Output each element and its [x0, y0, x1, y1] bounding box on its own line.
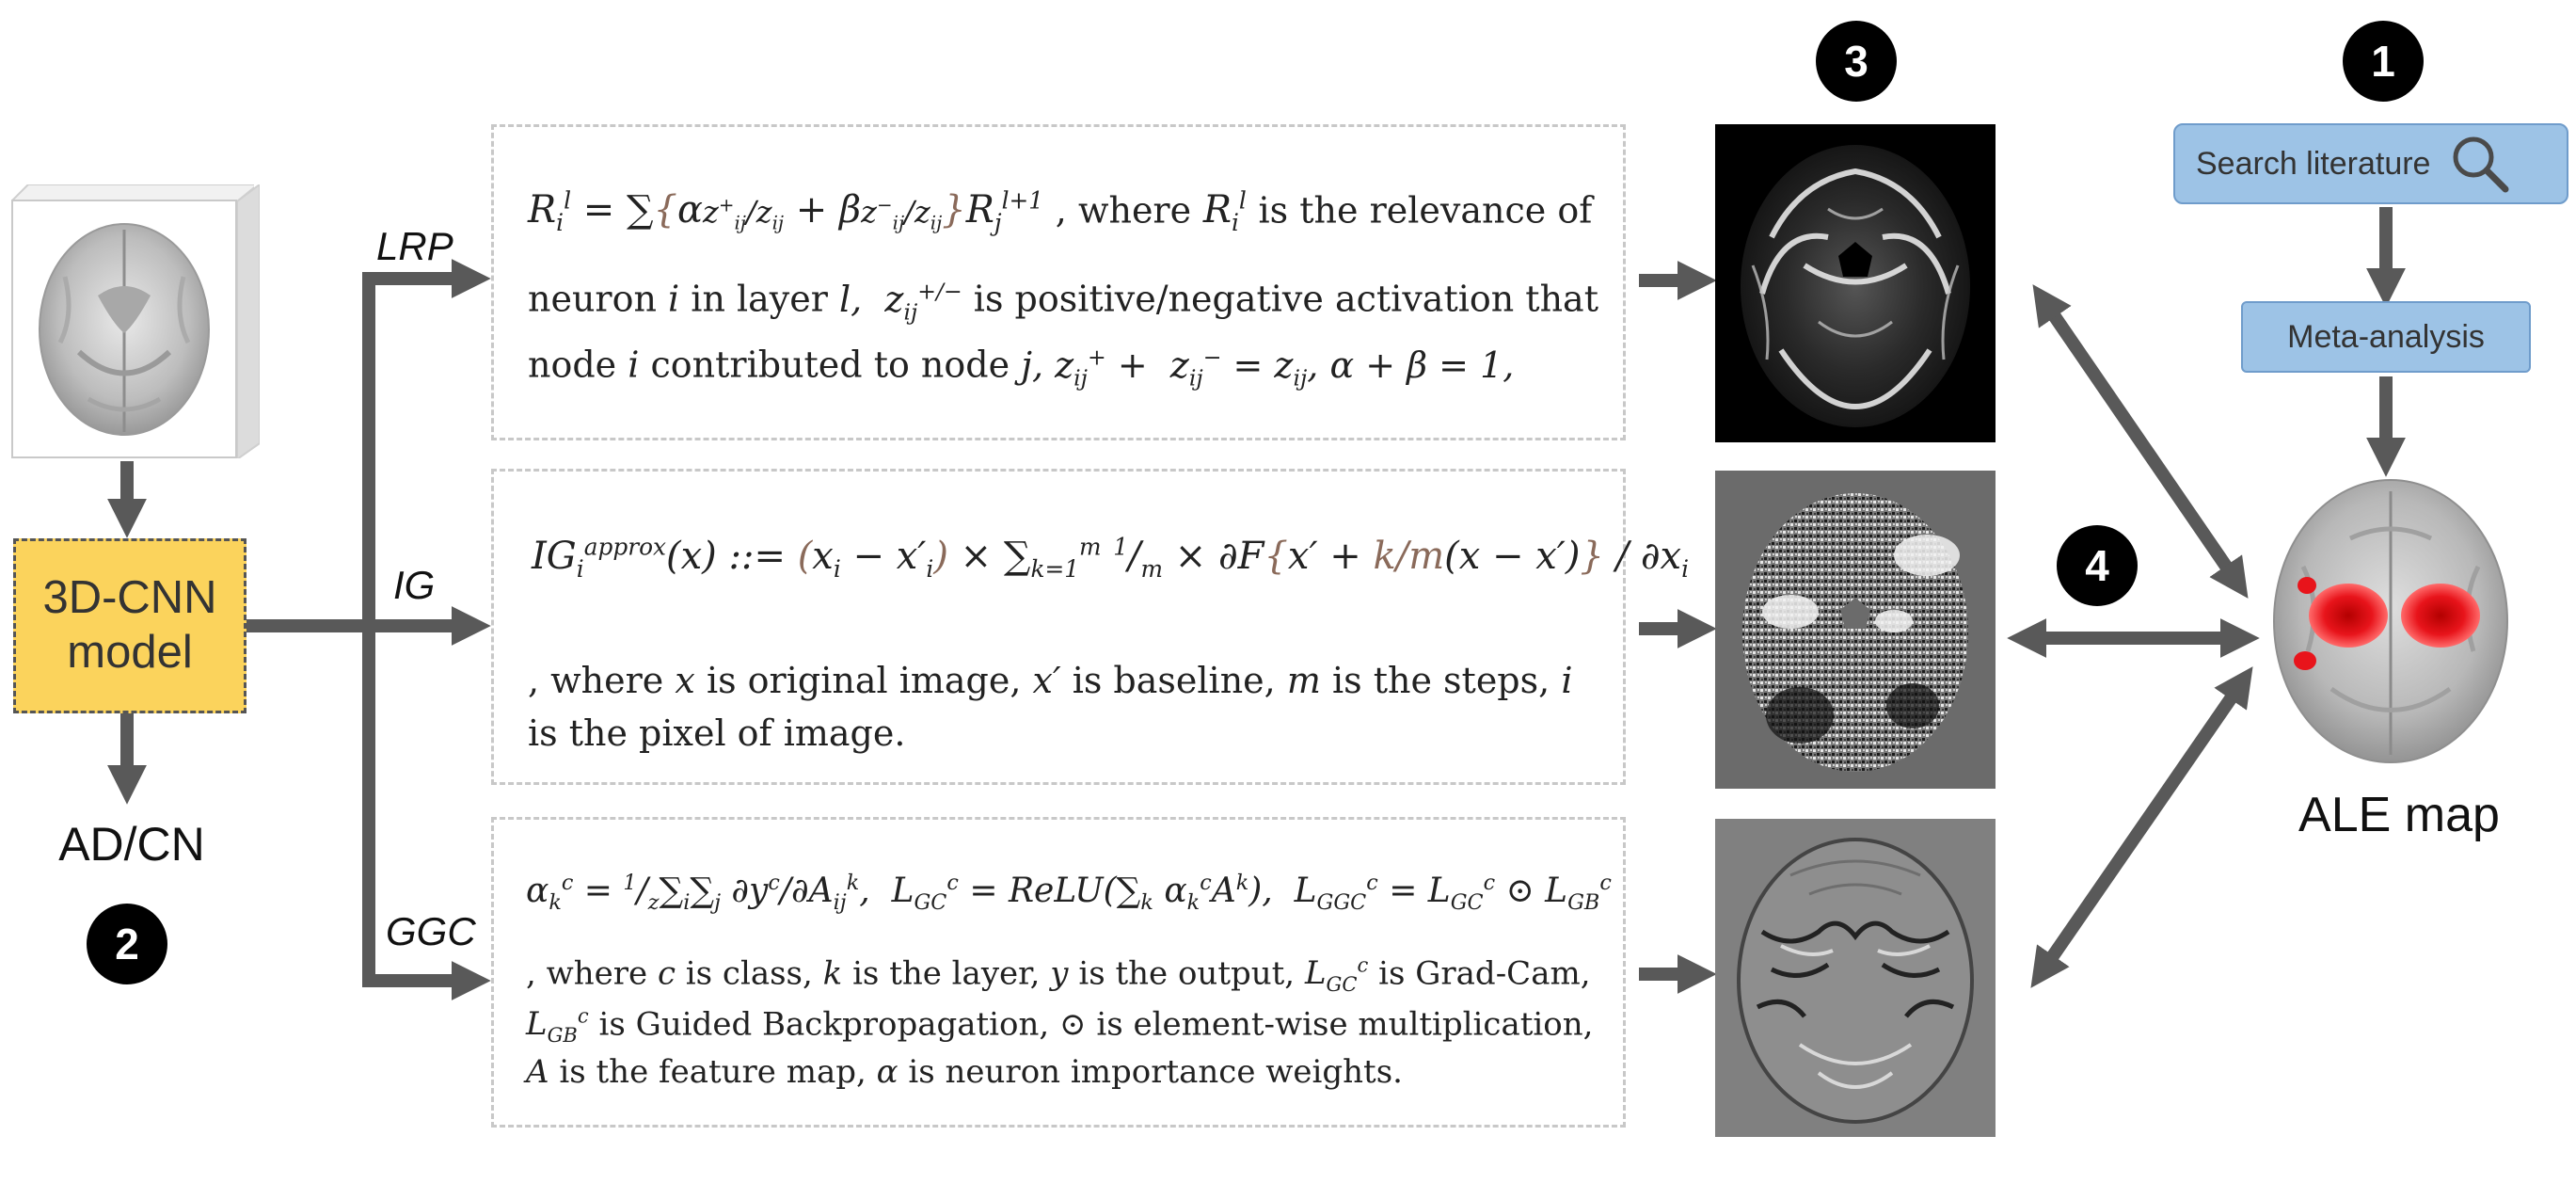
search-literature-button[interactable]: Search literature	[2173, 123, 2568, 204]
ig-line3: is the pixel of image.	[528, 712, 905, 754]
ggc-formula: αkc = 1/z∑i∑j ∂yc/∂Aijk, LGCc = ReLU(∑k …	[526, 871, 1612, 916]
ig-pixel-text: is the pixel of image.	[528, 712, 906, 754]
brain-icon	[39, 223, 210, 436]
compare-arrow-lrp	[2032, 284, 2249, 599]
ggc-layer-text: is the layer,	[852, 954, 1041, 993]
lrp-formula: Ril = ∑{αz+ij/zij + βz−ij/zij}Rjl+1 , wh…	[528, 187, 1593, 237]
lrp-formula-panel: Ril = ∑{αz+ij/zij + βz−ij/zij}Rjl+1 , wh…	[491, 124, 1626, 440]
method-label-ig: IG	[393, 563, 436, 607]
search-icon	[2453, 136, 2509, 193]
ig-line2: , where x is original image, x′ is basel…	[528, 660, 1573, 701]
input-mri-cube	[11, 200, 237, 458]
lrp-relevance-text: is the relevance of	[1258, 189, 1593, 232]
ggc-weights-text: is neuron importance weights.	[908, 1053, 1403, 1091]
cnn-model-box: 3D-CNN model	[13, 538, 246, 713]
badge-2: 2	[87, 904, 167, 984]
ggc-line3: LGBc is Guided Backpropagation, ⊙ is ele…	[526, 1004, 1594, 1048]
ig-attribution-map	[1715, 471, 1996, 789]
ggc-guided-text: is Guided Backpropagation,	[598, 1005, 1050, 1044]
lrp-node-text: node	[528, 344, 617, 386]
ggc-line2: , where c is class, k is the layer, y is…	[526, 953, 1591, 997]
badge-4: 4	[2057, 525, 2138, 606]
search-literature-label: Search literature	[2196, 145, 2431, 182]
method-label-lrp: LRP	[376, 224, 453, 268]
ggc-formula-panel: αkc = 1/z∑i∑j ∂yc/∂Aijk, LGCc = ReLU(∑k …	[491, 817, 1626, 1128]
method-label-ggc: GGC	[386, 909, 476, 953]
model-line2: model	[67, 627, 193, 678]
ggc-where: , where	[526, 954, 648, 993]
ig-formula: IGiapprox(x) ::= (xi − x′i) × ∑k=1m 1/m …	[532, 534, 1690, 584]
meta-analysis-button[interactable]: Meta-analysis	[2241, 301, 2531, 373]
badge-3: 3	[1816, 21, 1897, 102]
lrp-line3: node i contributed to node j, zij+ + zij…	[528, 344, 1515, 392]
cube-side-face	[237, 184, 260, 458]
ggc-gradcam-text: is Grad-Cam,	[1378, 954, 1591, 993]
output-label: AD/CN	[58, 818, 205, 871]
lrp-neuron-text: neuron	[528, 278, 657, 320]
ggc-featuremap-text: is the feature map,	[559, 1053, 867, 1091]
ale-map-image	[2273, 479, 2508, 763]
ig-baseline-text: is baseline,	[1072, 660, 1276, 701]
ggc-guided-gradcam-map	[1715, 819, 1996, 1137]
model-line1: 3D-CNN	[42, 572, 217, 624]
badge-1: 1	[2343, 21, 2424, 102]
ig-steps-text: is the steps,	[1332, 660, 1550, 701]
lrp-layer-text: in layer	[691, 278, 828, 320]
lrp-contributed-text: contributed to node	[650, 344, 1010, 386]
ig-formula-panel: IGiapprox(x) ::= (xi − x′i) × ∑k=1m 1/m …	[491, 469, 1689, 785]
lrp-activation-text: is positive/negative activation that	[973, 278, 1598, 320]
lrp-where: , where	[1055, 189, 1192, 232]
meta-analysis-label: Meta-analysis	[2287, 318, 2485, 355]
ggc-output-text: is the output,	[1078, 954, 1296, 993]
ale-map-label: ALE map	[2298, 788, 2500, 842]
lrp-relevance-map	[1715, 124, 1996, 442]
ggc-class-text: is class,	[685, 954, 813, 993]
ggc-elementwise-text: is element-wise multiplication,	[1096, 1005, 1594, 1044]
cube-top-face	[11, 184, 254, 201]
compare-arrow-ggc	[2030, 666, 2253, 988]
lrp-line2: neuron i in layer l, zij+/− is positive/…	[528, 278, 1598, 326]
ggc-line4: A is the feature map, α is neuron import…	[526, 1053, 1403, 1091]
ig-where: , where	[528, 660, 664, 701]
ig-original-text: is original image,	[706, 660, 1022, 701]
